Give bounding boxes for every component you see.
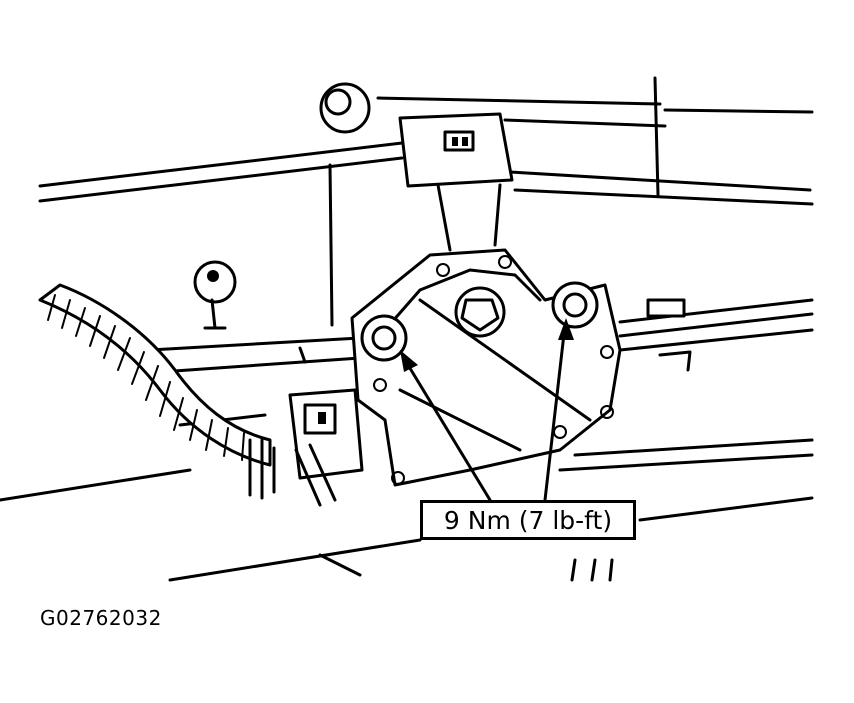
figure-id: G02762032 — [40, 606, 162, 630]
torque-callout: 9 Nm (7 lb-ft) — [420, 500, 636, 540]
frame-rail-upper — [38, 76, 814, 327]
mount-bushing — [319, 82, 371, 134]
locating-stud — [193, 260, 237, 330]
mounting-bolt-right — [551, 281, 599, 329]
electrical-connector — [288, 388, 364, 507]
leader-arrow-left — [400, 350, 492, 502]
shift-cable-bracket — [398, 112, 514, 252]
transmission-pan-outline — [168, 438, 814, 582]
mounting-bolt-left — [360, 314, 408, 362]
wiring-harness — [38, 283, 276, 500]
leader-arrow-right — [543, 318, 574, 502]
transmission-case-lines — [0, 298, 814, 502]
manual-lever-nut — [454, 286, 506, 338]
